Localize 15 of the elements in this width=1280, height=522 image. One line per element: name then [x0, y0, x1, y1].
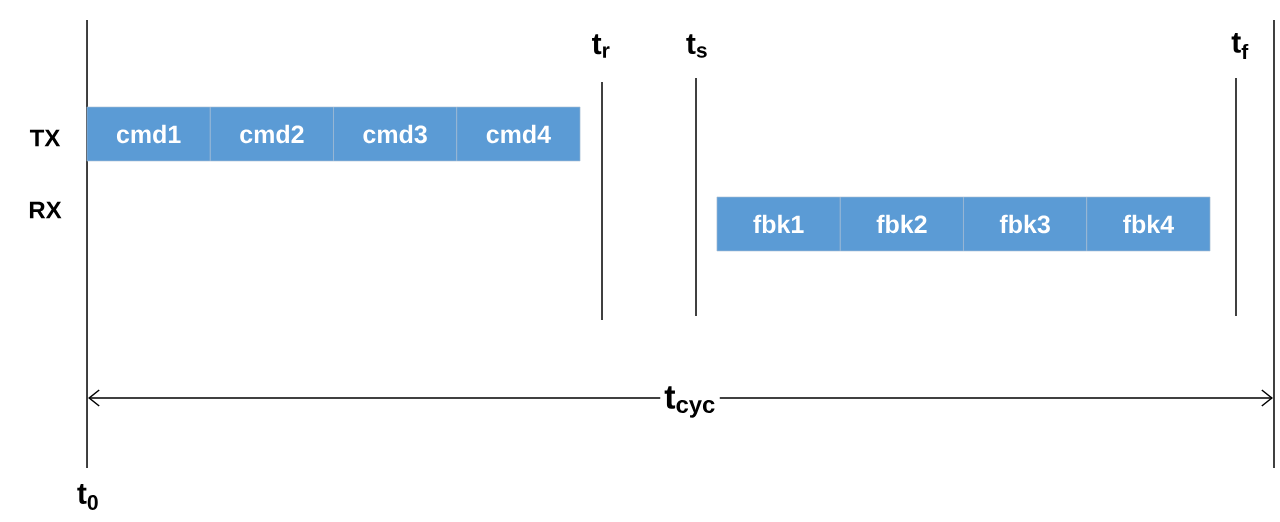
command-block: cmd3 — [333, 106, 458, 162]
feedback-block: fbk3 — [963, 196, 1088, 252]
time-label: t$_{0}$ — [77, 484, 98, 510]
feedback-block: fbk4 — [1086, 196, 1211, 252]
time-label: t$_{r}$ — [592, 34, 610, 58]
command-block: cmd4 — [456, 106, 581, 162]
feedback-block: fbk2 — [839, 196, 964, 252]
row-label: RX — [29, 201, 62, 219]
feedback-block: fbk1 — [716, 196, 841, 252]
time-label: t$_{f}$ — [1231, 32, 1249, 60]
time-label: t$_{cyc}$ — [660, 382, 720, 422]
command-block: cmd1 — [86, 106, 211, 162]
command-block: cmd2 — [209, 106, 334, 162]
time-label: t$_{s}$ — [686, 34, 707, 58]
row-label: TX — [29, 129, 61, 147]
